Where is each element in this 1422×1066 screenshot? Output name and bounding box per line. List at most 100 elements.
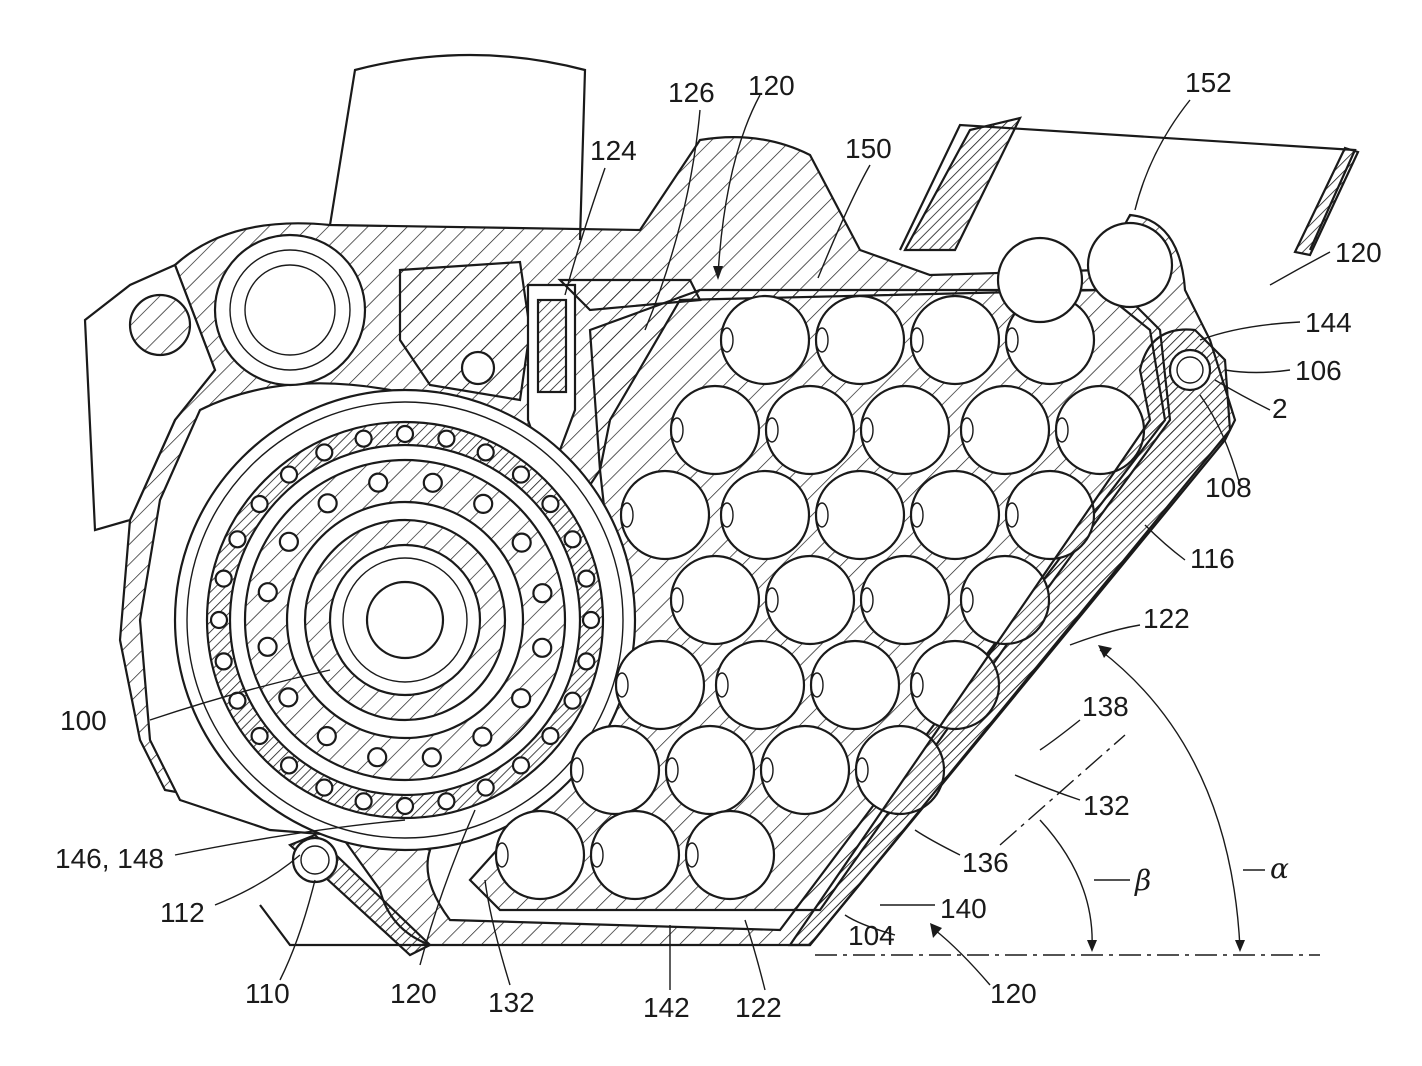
reference-numerals: 126 120 152 124 150 120 144 106 2 108 11… [55, 67, 1382, 1023]
battery-cell-terminal [620, 502, 634, 528]
motor-pin [476, 443, 495, 462]
battery-cell-terminal [720, 502, 734, 528]
motor-pin [395, 424, 415, 444]
motor-pin [354, 429, 373, 448]
motor-pin [511, 465, 531, 484]
label-116: 116 [1190, 543, 1235, 574]
battery-cell [719, 469, 811, 561]
motor-pins [209, 424, 601, 816]
label-138: 138 [1082, 691, 1129, 722]
angle-alpha: α [1270, 852, 1289, 885]
pivot-tube [213, 233, 532, 402]
battery-cell-terminal [860, 587, 874, 613]
label-146-148: 146, 148 [55, 843, 164, 874]
motor-pin [563, 691, 582, 710]
motor-pin [511, 688, 532, 709]
motor-pin [541, 726, 560, 746]
battery-cell-terminal [670, 587, 684, 613]
battery-cell-terminal [1005, 327, 1019, 353]
battery-cell-terminal [570, 757, 584, 783]
battery-cell-terminal [910, 327, 924, 353]
battery-cell-terminal [1055, 417, 1069, 443]
label-142: 142 [643, 992, 690, 1023]
motor-pin [476, 778, 495, 797]
battery-cell-terminal [910, 672, 924, 698]
label-136: 136 [962, 847, 1009, 878]
battery-cell-terminal [495, 842, 509, 868]
motor-pin [472, 726, 493, 747]
motor-pin [563, 530, 582, 549]
motor-pin [250, 726, 269, 746]
battery-cell-terminal [760, 757, 774, 783]
motor-pin [257, 636, 278, 657]
battery-cell-terminal [815, 327, 829, 353]
battery-cell [494, 809, 586, 901]
battery-cell [959, 384, 1051, 476]
label-106: 106 [1295, 355, 1342, 386]
motor-pin [278, 687, 299, 708]
motor-pin [228, 530, 247, 549]
label-100: 100 [60, 705, 107, 736]
label-152: 152 [1185, 67, 1232, 98]
battery-cell [764, 384, 856, 476]
battery-cell-terminal [670, 417, 684, 443]
battery-cell-terminal [765, 587, 779, 613]
label-120-bottom-right: 120 [990, 978, 1037, 1009]
label-112: 112 [160, 897, 205, 928]
battery-cell [814, 469, 906, 561]
motor-pin [437, 429, 456, 448]
motor-pin [315, 778, 334, 797]
battery-cell-terminal [860, 417, 874, 443]
battery-cell-terminal [765, 417, 779, 443]
label-124: 124 [590, 135, 637, 166]
battery-cell [684, 809, 776, 901]
motor-pin [316, 726, 337, 747]
battery-cell [909, 469, 1001, 561]
label-120-top: 120 [748, 70, 795, 101]
battery-cell [714, 639, 806, 731]
motor-pin [368, 472, 389, 493]
motor-pin [511, 756, 531, 775]
motor-pin [473, 493, 494, 514]
battery-cell [1086, 221, 1174, 309]
battery-cell [759, 724, 851, 816]
leader-lines [149, 94, 1331, 991]
battery-cell [814, 294, 906, 386]
label-104: 104 [848, 920, 895, 951]
motor-pin [437, 792, 456, 811]
battery-cell-terminal [815, 502, 829, 528]
battery-cell [669, 554, 761, 646]
battery-cell-terminal [615, 672, 629, 698]
battery-cell-terminal [855, 757, 869, 783]
battery-cell-terminal [960, 417, 974, 443]
label-140: 140 [940, 893, 987, 924]
motor-pin [532, 583, 553, 604]
label-2: 2 [1272, 393, 1288, 424]
battery-cell [719, 294, 811, 386]
battery-cell [859, 554, 951, 646]
battery-cell [859, 384, 951, 476]
battery-cell [669, 384, 761, 476]
motor-pin [209, 610, 229, 630]
angle-beta: β [1134, 864, 1151, 897]
motor-pin [422, 472, 443, 493]
motor-pin [511, 532, 532, 553]
frame-tubes [328, 53, 1360, 257]
label-126: 126 [668, 77, 715, 108]
motor-pin [541, 494, 560, 514]
battery-cell [996, 236, 1084, 324]
holder-bracket [526, 278, 702, 457]
motor-pin [315, 443, 334, 462]
battery-cell-terminal [685, 842, 699, 868]
battery-cell-terminal [720, 327, 734, 353]
label-108: 108 [1205, 472, 1252, 503]
motor-pin [354, 792, 373, 811]
battery-cell [589, 809, 681, 901]
label-144: 144 [1305, 307, 1352, 338]
motor-pin [214, 569, 233, 588]
motor-pin [317, 493, 338, 514]
battery-cell-terminal [810, 672, 824, 698]
battery-cell [809, 639, 901, 731]
motor [173, 388, 637, 852]
